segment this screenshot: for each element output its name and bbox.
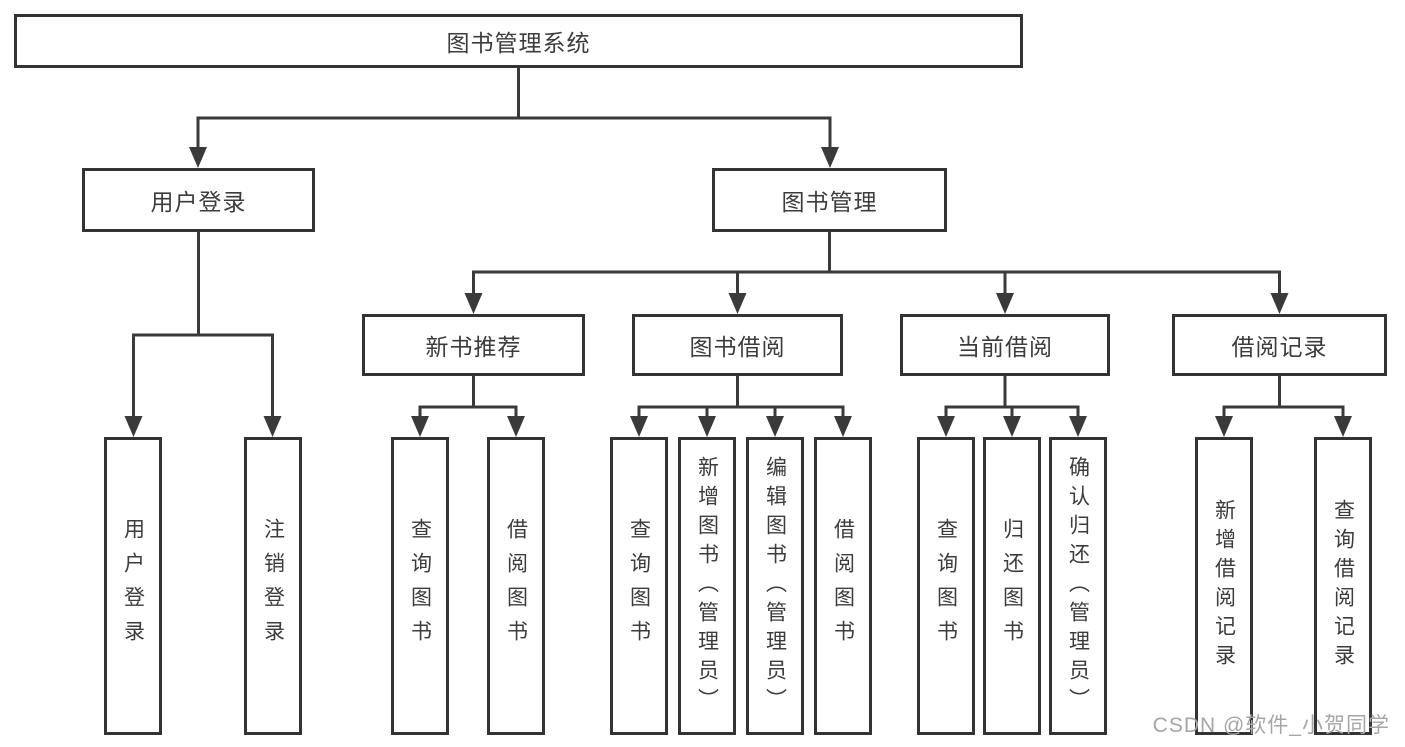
connector-book-management-to-level3 xyxy=(464,232,1289,314)
node-current-borrow: 当前借阅 xyxy=(900,314,1110,376)
csdn-watermark: CSDN @软件_小贺同学 xyxy=(1152,714,1390,737)
node-confirm-return-admin: 确认归还（管理员） xyxy=(1049,437,1107,735)
node-query-books-current-label: 查询图书 xyxy=(934,518,958,654)
node-library-management-system-label: 图书管理系统 xyxy=(446,30,591,56)
connector-user-login-children xyxy=(124,232,282,437)
node-edit-book-admin: 编辑图书（管理员） xyxy=(746,437,804,735)
node-user-login-leaf: 用户登录 xyxy=(104,437,162,735)
node-borrow-records: 借阅记录 xyxy=(1172,314,1387,376)
node-current-borrow-label: 当前借阅 xyxy=(957,334,1053,360)
node-user-login-label: 用户登录 xyxy=(150,189,247,215)
node-borrow-books-recommend: 借阅图书 xyxy=(487,437,545,735)
node-logout-leaf: 注销登录 xyxy=(244,437,302,735)
node-query-books-current: 查询图书 xyxy=(917,437,975,735)
node-return-book: 归还图书 xyxy=(983,437,1041,735)
node-new-book-recommend: 新书推荐 xyxy=(362,314,585,376)
node-add-borrow-record-label: 新增借阅记录 xyxy=(1212,499,1236,673)
node-library-management-system: 图书管理系统 xyxy=(14,14,1023,68)
node-add-borrow-record: 新增借阅记录 xyxy=(1195,437,1253,735)
connector-root-to-level2 xyxy=(189,68,839,168)
node-query-books-borrow-label: 查询图书 xyxy=(627,518,651,654)
node-borrow-books-recommend-label: 借阅图书 xyxy=(504,518,528,654)
node-add-book-admin: 新增图书（管理员） xyxy=(678,437,736,735)
node-borrow-records-label: 借阅记录 xyxy=(1231,334,1328,360)
connector-book-borrow-children xyxy=(630,376,852,437)
node-query-books-recommend-label: 查询图书 xyxy=(408,518,432,654)
node-new-book-recommend-label: 新书推荐 xyxy=(425,334,522,360)
node-confirm-return-admin-label: 确认归还（管理员） xyxy=(1066,455,1090,717)
node-edit-book-admin-label: 编辑图书（管理员） xyxy=(763,455,787,717)
node-borrow-books-leaf: 借阅图书 xyxy=(814,437,872,735)
node-return-book-label: 归还图书 xyxy=(1000,518,1024,654)
node-book-management-label: 图书管理 xyxy=(781,189,878,215)
connector-current-borrow-children xyxy=(937,376,1087,437)
node-query-borrow-record: 查询借阅记录 xyxy=(1314,437,1372,735)
node-book-management: 图书管理 xyxy=(712,168,947,232)
node-book-borrow: 图书借阅 xyxy=(632,314,843,376)
connector-new-book-recommend-children xyxy=(411,376,525,437)
node-query-books-borrow: 查询图书 xyxy=(610,437,668,735)
node-borrow-books-leaf-label: 借阅图书 xyxy=(831,518,855,654)
node-add-book-admin-label: 新增图书（管理员） xyxy=(695,455,719,717)
node-user-login: 用户登录 xyxy=(82,168,315,232)
node-query-books-recommend: 查询图书 xyxy=(391,437,449,735)
node-user-login-leaf-label: 用户登录 xyxy=(121,518,145,654)
node-logout-leaf-label: 注销登录 xyxy=(261,518,285,654)
node-book-borrow-label: 图书借阅 xyxy=(689,334,786,360)
connector-borrow-records-children xyxy=(1215,376,1352,437)
node-query-borrow-record-label: 查询借阅记录 xyxy=(1331,499,1355,673)
